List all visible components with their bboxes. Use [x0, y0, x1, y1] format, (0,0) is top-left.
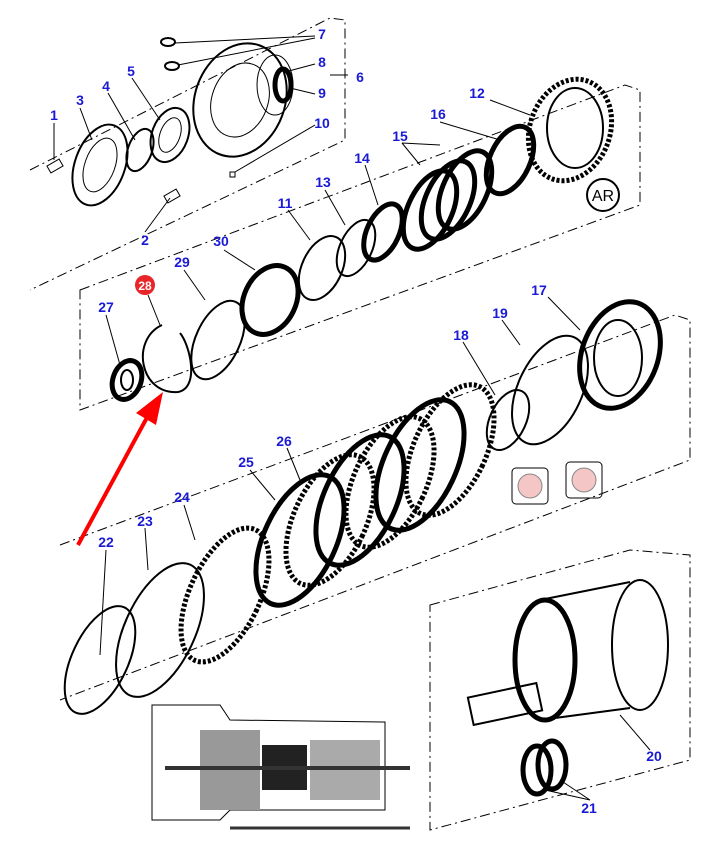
- seal-part-9: [272, 66, 294, 104]
- part-label-18: 18: [453, 327, 469, 343]
- part-label-21: 21: [581, 800, 597, 816]
- transmission-overview-thumbnail: [151, 704, 410, 830]
- snap-ring-part-28: [141, 324, 193, 394]
- spline-detail-right: [565, 461, 603, 499]
- bolt-part-1: [46, 158, 64, 174]
- svg-text:AR: AR: [592, 188, 614, 205]
- section-mark-ar: AR: [586, 178, 620, 212]
- part-label-14: 14: [354, 150, 370, 166]
- ring-part-19: [511, 334, 589, 446]
- spring-pack-part-15: [400, 148, 495, 252]
- seal-rings-part-21: [520, 738, 569, 797]
- clutch-plates-part-25-26: [253, 382, 497, 608]
- bolt-part-2: [163, 188, 181, 204]
- part-label-28: 28: [138, 279, 152, 293]
- part-label-9: 9: [318, 85, 326, 101]
- ring-part-13: [335, 218, 377, 278]
- part-label-29: 29: [174, 254, 190, 270]
- part-label-1: 1: [50, 107, 58, 123]
- ring-part-16: [483, 123, 537, 197]
- ring-part-22: [63, 605, 137, 715]
- snap-ring-part-4: [125, 127, 155, 173]
- part-label-10: 10: [314, 115, 330, 131]
- ring-part-24: [178, 525, 272, 665]
- part-label-7: 7: [318, 26, 326, 42]
- part-label-13: 13: [315, 174, 331, 190]
- cover-plate-part-3: [71, 123, 129, 207]
- bearing-part-5: [149, 106, 191, 164]
- part-label-11: 11: [278, 195, 293, 211]
- part-label-5: 5: [127, 63, 135, 79]
- part-label-25: 25: [238, 454, 254, 470]
- ring-part-14: [361, 201, 405, 263]
- leader-lines: [53, 35, 651, 801]
- highlight-arrow: [76, 392, 163, 546]
- part-label-6: 6: [356, 69, 364, 85]
- bearing-part-27: [109, 358, 145, 402]
- o-rings-part-7: [160, 37, 180, 71]
- part-label-3: 3: [76, 92, 84, 108]
- ring-part-29: [190, 299, 246, 381]
- part-label-24: 24: [174, 489, 190, 505]
- part-label-16: 16: [430, 106, 446, 122]
- part-label-23: 23: [137, 513, 153, 529]
- part-label-12: 12: [469, 85, 485, 101]
- part-label-30: 30: [213, 233, 229, 249]
- spline-detail-left: [511, 467, 549, 505]
- part-label-8: 8: [318, 54, 326, 70]
- clutch-drum-part-20: [466, 579, 669, 727]
- part-label-15: 15: [392, 128, 408, 144]
- snap-ring-part-23: [115, 562, 205, 698]
- gear-hub-part-12: [525, 76, 615, 184]
- part-label-19: 19: [492, 305, 508, 321]
- group-box-middle: [79, 84, 641, 411]
- highlight-badge: [135, 275, 155, 295]
- part-label-22: 22: [98, 534, 114, 550]
- part-label-20: 20: [646, 748, 662, 764]
- ring-part-30: [239, 263, 301, 337]
- part-label-2: 2: [141, 232, 149, 248]
- part-label-17: 17: [531, 282, 547, 298]
- part-label-27: 27: [98, 299, 114, 315]
- piston-part-17: [577, 299, 663, 411]
- part-label-4: 4: [102, 78, 110, 94]
- ring-part-18: [485, 389, 531, 451]
- ring-part-11: [297, 235, 347, 301]
- part-label-26: 26: [276, 433, 292, 449]
- pin-part-10: [229, 171, 236, 178]
